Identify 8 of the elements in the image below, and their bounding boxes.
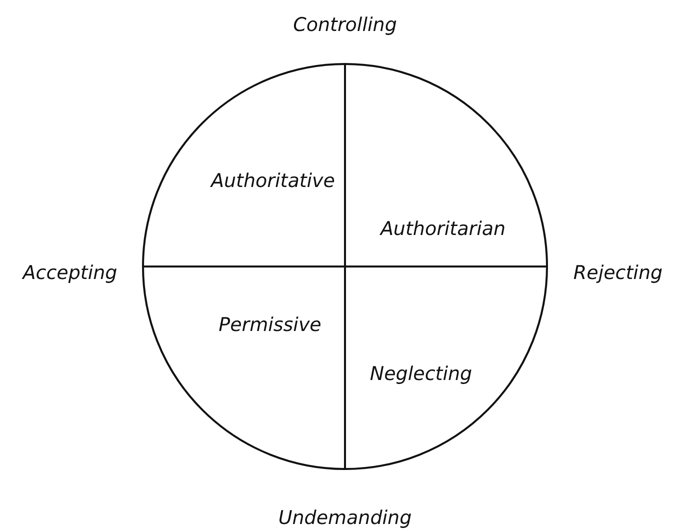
quadrant-label: Neglecting <box>370 363 472 385</box>
axis-label: Undemanding <box>278 507 412 529</box>
quadrant-label: Authoritarian <box>380 218 506 240</box>
axis-label: Rejecting <box>573 262 663 284</box>
quadrant-label: Authoritative <box>211 170 335 192</box>
axis-label: Controlling <box>293 14 397 36</box>
axis-label: Accepting <box>22 262 118 284</box>
quadrant-label: Permissive <box>218 314 322 336</box>
